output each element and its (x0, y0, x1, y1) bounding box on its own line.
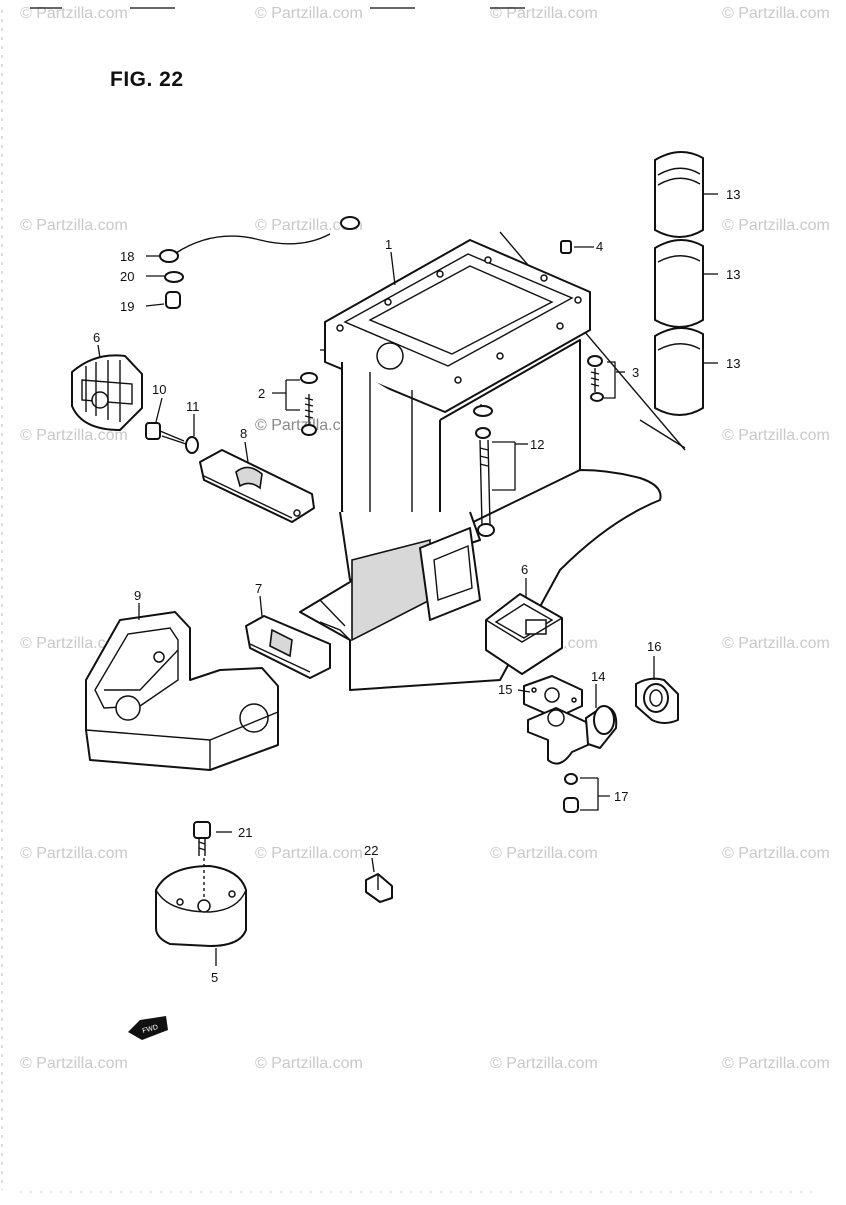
watermark: © Partzilla.com (20, 217, 128, 234)
part-13-seal-stack (499, 151, 704, 451)
watermark: © Partzilla.com (20, 845, 128, 862)
part-17-screw (563, 773, 579, 813)
callout-13-middle: 13 (726, 267, 740, 282)
callout-4: 4 (596, 239, 603, 254)
watermark: © Partzilla.com (255, 1055, 363, 1072)
part-6-lower-mount (485, 593, 563, 675)
watermark: © Partzilla.com (255, 217, 363, 234)
callout-13-top: 13 (726, 187, 740, 202)
callout-22: 22 (364, 843, 378, 858)
callout-6-upper: 6 (93, 330, 100, 345)
callout-2: 2 (258, 386, 265, 401)
part-6-upper-mount (71, 354, 143, 431)
part-18-ground-wire (159, 216, 360, 263)
watermark: © Partzilla.com (722, 635, 830, 652)
callout-17: 17 (614, 789, 628, 804)
callout-18: 18 (120, 249, 134, 264)
watermark: © Partzilla.com (722, 427, 830, 444)
watermark: © Partzilla.com (255, 845, 363, 862)
callout-13-bottom: 13 (726, 356, 740, 371)
callout-6-lower: 6 (521, 562, 528, 577)
watermark-layer: © Partzilla.com © Partzilla.com © Partzi… (20, 5, 830, 1072)
part-8-cushion (199, 449, 315, 523)
callout-21: 21 (238, 825, 252, 840)
callout-3: 3 (632, 365, 639, 380)
callout-9: 9 (134, 588, 141, 603)
callout-16: 16 (647, 639, 661, 654)
watermark: © Partzilla.com (20, 427, 128, 444)
figure-title: FIG. 22 (110, 68, 184, 91)
part-5-housing-block (155, 858, 247, 947)
callout-10: 10 (152, 382, 166, 397)
watermark: © Partzilla.com (490, 5, 598, 22)
part-16-grommet (635, 677, 679, 724)
scan-edge-marks (1, 7, 820, 1193)
part-12-bolt (473, 405, 495, 537)
callout-5: 5 (211, 970, 218, 985)
leader-lines (97, 193, 718, 966)
watermark: © Partzilla.com (20, 5, 128, 22)
part-10-bolt (145, 422, 187, 445)
callout-8: 8 (240, 426, 247, 441)
part-19-screw (165, 291, 181, 309)
callout-15: 15 (498, 682, 512, 697)
callout-labels: 1 2 3 4 5 6 6 7 8 9 10 11 12 13 13 13 14… (93, 187, 740, 985)
watermark: © Partzilla.com (722, 5, 830, 22)
part-22-fitting (365, 873, 393, 903)
part-9-mount-bracket (85, 611, 279, 771)
watermark: © Partzilla.com (20, 1055, 128, 1072)
fwd-arrow-icon: FWD (128, 1016, 168, 1040)
watermark: © Partzilla.com (255, 5, 363, 22)
part-2-screw (300, 372, 318, 436)
part-11-washer (185, 436, 199, 454)
part-20-washer (164, 271, 184, 283)
watermark: © Partzilla.com (722, 1055, 830, 1072)
callout-19: 19 (120, 299, 134, 314)
callout-20: 20 (120, 269, 134, 284)
part-14-elbow (527, 705, 618, 765)
part-7-cushion (245, 615, 331, 679)
part-15-gasket (523, 675, 583, 719)
callout-14: 14 (591, 669, 605, 684)
part-1-driveshaft-housing (299, 239, 662, 691)
watermark: © Partzilla.com (722, 217, 830, 234)
watermark: © Partzilla.com (490, 1055, 598, 1072)
watermark: © Partzilla.com (722, 845, 830, 862)
watermark: © Partzilla.com (20, 635, 128, 652)
callout-12: 12 (530, 437, 544, 452)
part-3-screw (587, 355, 604, 402)
callout-11: 11 (186, 399, 200, 414)
part-21-bolt (193, 821, 211, 856)
fwd-label: FWD (142, 1024, 159, 1035)
watermark: © Partzilla.com (490, 845, 598, 862)
part-4-plug (560, 240, 572, 254)
callout-1: 1 (385, 237, 392, 252)
callout-7: 7 (255, 581, 262, 596)
